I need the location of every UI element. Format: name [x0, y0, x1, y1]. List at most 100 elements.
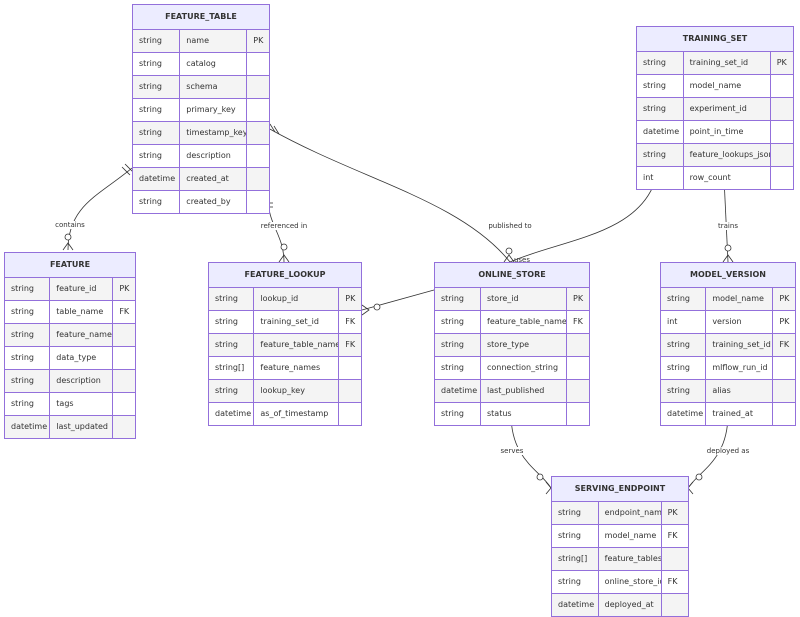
attribute-name: created_at	[180, 168, 248, 190]
attribute-key	[247, 122, 269, 144]
entity-title: FEATURE	[5, 253, 135, 278]
label-published-to: published to	[486, 222, 534, 230]
attribute-type: string	[435, 334, 481, 356]
attribute-key	[113, 393, 135, 415]
attribute-key: FK	[667, 577, 678, 586]
attribute-key	[771, 75, 793, 97]
attribute-key	[339, 403, 361, 425]
entity-title: SERVING_ENDPOINT	[552, 477, 688, 502]
attribute-name: point_in_time	[684, 121, 771, 143]
attribute-key: FK	[779, 340, 790, 349]
attribute-type: string	[637, 144, 684, 166]
attribute-type: string	[5, 301, 51, 323]
attribute-name: connection_string	[481, 357, 567, 379]
attribute-name: as_of_timestamp	[254, 403, 340, 425]
attribute-name: feature_lookups_json	[684, 144, 771, 166]
attribute-type: string	[133, 191, 181, 213]
attribute-key	[662, 548, 688, 570]
attribute-type: string	[435, 403, 481, 425]
attribute-key: FK	[667, 531, 678, 540]
attribute-name: schema	[180, 76, 248, 98]
attribute-type: string	[5, 370, 51, 392]
attribute-type: string	[133, 99, 181, 121]
attribute-name: store_type	[481, 334, 567, 356]
attribute-key	[771, 98, 793, 120]
attribute-key	[113, 324, 135, 346]
attribute-key: PK	[119, 284, 130, 293]
attribute-key	[567, 403, 589, 425]
attribute-name: feature_table_name	[481, 311, 567, 333]
attribute-name: trained_at	[706, 403, 774, 425]
attribute-type: string[]	[209, 357, 255, 379]
attribute-key: PK	[779, 294, 790, 303]
attribute-name: tags	[50, 393, 114, 415]
edge-referenced-in	[267, 197, 285, 263]
attribute-name: status	[481, 403, 567, 425]
attribute-key	[247, 99, 269, 121]
attribute-type: string	[209, 380, 255, 402]
attribute-name: alias	[706, 380, 774, 402]
attribute-key	[567, 334, 589, 356]
attribute-type: datetime	[435, 380, 481, 402]
attribute-key: PK	[667, 508, 678, 517]
attribute-key	[247, 53, 269, 75]
edge-contains	[67, 167, 133, 251]
attribute-name: last_published	[481, 380, 567, 402]
attribute-type: string	[133, 53, 181, 75]
attribute-key	[771, 121, 793, 143]
attribute-name: endpoint_name	[599, 502, 662, 524]
attribute-key	[771, 144, 793, 166]
label-deployed-as: deployed as	[704, 447, 752, 455]
label-referenced-in: referenced in	[258, 222, 310, 230]
attribute-name: row_count	[684, 167, 771, 189]
attribute-row: string[]feature_names	[209, 357, 361, 380]
attribute-name: catalog	[180, 53, 248, 75]
label-contains: contains	[53, 221, 87, 229]
attribute-key: FK	[573, 317, 583, 326]
entity-title: TRAINING_SET	[637, 27, 793, 52]
attribute-name: feature_id	[50, 278, 114, 300]
attribute-name: training_set_id	[706, 334, 774, 356]
attribute-key	[247, 76, 269, 98]
attribute-type: string	[661, 334, 707, 356]
attribute-name: experiment_id	[684, 98, 771, 120]
attribute-type: string	[5, 393, 51, 415]
attribute-name: deployed_at	[599, 594, 662, 616]
attribute-name: store_id	[481, 288, 567, 310]
attribute-name: training_set_id	[684, 52, 771, 74]
attribute-key	[339, 380, 361, 402]
attribute-key: FK	[345, 317, 356, 326]
